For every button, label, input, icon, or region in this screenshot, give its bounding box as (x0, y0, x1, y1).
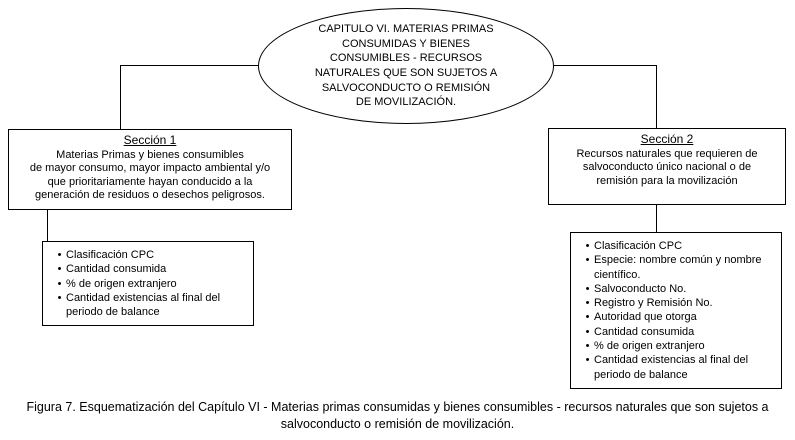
section1-list-box: Clasificación CPC Cantidad consumida % d… (42, 241, 254, 327)
bullet-icon (53, 262, 66, 276)
list-item: Cantidad consumida (581, 325, 775, 339)
bullet-icon (581, 339, 594, 353)
bullet-icon (581, 296, 594, 310)
bullet-icon (53, 277, 66, 291)
bullet-icon (581, 353, 594, 382)
section2-body: Recursos naturales que requieren de salv… (576, 148, 758, 187)
list-item: Especie: nombre común y nombre científic… (581, 253, 775, 282)
list-item: Salvoconducto No. (581, 282, 775, 296)
list-item: Cantidad consumida (53, 262, 247, 276)
bullet-icon (581, 239, 594, 253)
list-item-label: Cantidad consumida (66, 263, 167, 276)
list-item: Registro y Remisión No. (581, 296, 775, 310)
list-item: % de origen extranjero (53, 277, 247, 291)
list-item-label: Clasificación CPC (594, 240, 683, 252)
list-item-label: Clasificación CPC (66, 249, 155, 261)
bullet-icon (581, 310, 594, 324)
figure-caption: Figura 7. Esquematización del Capítulo V… (26, 400, 769, 431)
list-item-label: Cantidad existencias al final del period… (594, 354, 749, 381)
connector-left-vertical (120, 65, 121, 129)
list-item: Cantidad existencias al final del period… (581, 353, 775, 382)
bullet-icon (581, 325, 594, 339)
connector-section1-drop (47, 209, 48, 241)
list-item: Autoridad que otorga (581, 310, 775, 324)
connector-right-vertical (656, 65, 657, 128)
list-item: Cantidad existencias al final del period… (53, 291, 247, 320)
list-item-label: Cantidad consumida (594, 325, 695, 338)
list-item-label: Autoridad que otorga (594, 311, 697, 324)
list-item: Clasificación CPC (53, 248, 247, 262)
list-item-label: Salvoconducto No. (594, 282, 687, 295)
section1-title: Sección 1 (123, 133, 177, 147)
list-item-label: Registro y Remisión No. (594, 297, 713, 310)
bullet-icon (581, 282, 594, 296)
chapter-title: CAPITULO VI. MATERIAS PRIMAS CONSUMIDAS … (314, 23, 498, 109)
bullet-icon (53, 248, 66, 262)
list-item-label: % de origen extranjero (66, 277, 177, 290)
section2-box: Sección 2 Recursos naturales que requier… (548, 128, 786, 205)
list-item-label: Cantidad existencias al final del period… (66, 291, 221, 319)
section1-body: Materias Primas y bienes consumibles de … (29, 149, 271, 202)
bullet-icon (581, 253, 594, 282)
section2-title: Sección 2 (640, 132, 694, 146)
list-item: % de origen extranjero (581, 339, 775, 353)
section1-box: Sección 1 Materias Primas y bienes consu… (8, 129, 292, 210)
chapter-ellipse: CAPITULO VI. MATERIAS PRIMAS CONSUMIDAS … (258, 8, 554, 124)
section2-list-box: Clasificación CPC Especie: nombre común … (570, 232, 782, 389)
bullet-icon (53, 291, 66, 320)
connector-left-horizontal (120, 65, 258, 66)
connector-right-horizontal (554, 65, 656, 66)
list-item-label: Especie: nombre común y nombre científic… (594, 254, 762, 281)
connector-section2-drop (656, 204, 657, 232)
list-item: Clasificación CPC (581, 239, 775, 253)
list-item-label: % de origen extranjero (594, 340, 705, 353)
